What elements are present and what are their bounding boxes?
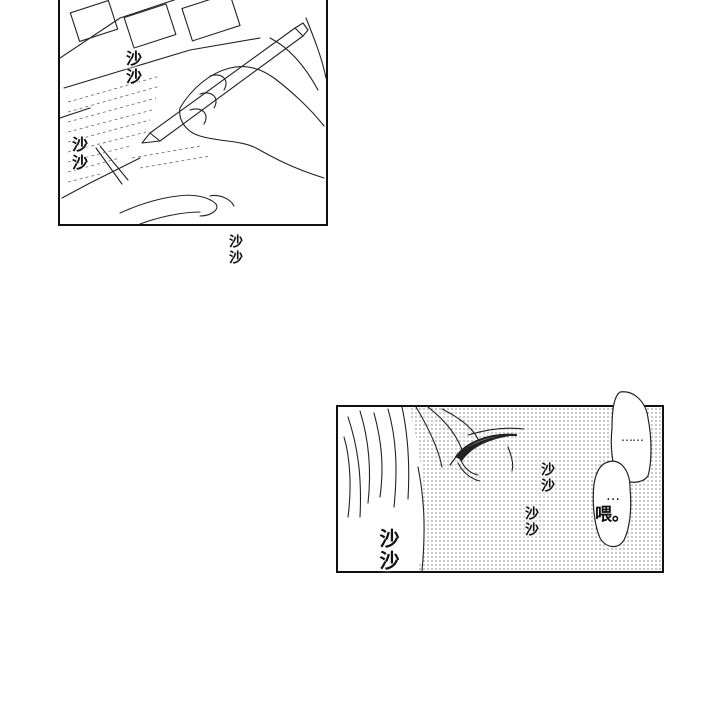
speech-bubble-hey: … 喂。 <box>590 488 634 525</box>
sfx-scratch-2: 沙沙 <box>69 136 88 172</box>
manga-panel-writing <box>58 0 328 226</box>
speech-hey-text: 喂。 <box>595 504 629 525</box>
speech-bubbles-shape <box>592 391 652 548</box>
sfx-scratch-6: 沙沙 <box>376 528 400 572</box>
sfx-scratch-3: 沙沙 <box>227 234 243 266</box>
sfx-scratch-1: 沙沙 <box>123 50 142 86</box>
writing-hand-illustration <box>60 0 326 224</box>
speech-hey-dots: … <box>606 488 620 504</box>
sfx-scratch-4: 沙沙 <box>539 462 555 494</box>
sfx-scratch-5: 沙沙 <box>523 506 539 538</box>
speech-bubble-ellipsis: …… <box>621 430 644 444</box>
